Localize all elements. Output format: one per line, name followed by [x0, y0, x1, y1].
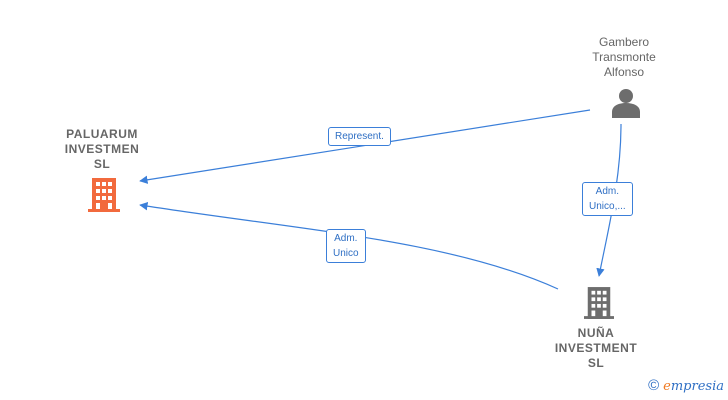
brand-logo[interactable]: © empresia	[648, 377, 724, 394]
edge-label-adm-unico-1-line2: Unico,...	[589, 201, 626, 212]
person-icon[interactable]	[612, 88, 640, 118]
edge-label-represent[interactable]: Represent.	[328, 127, 391, 146]
edge-label-adm-unico-1-line1: Adm.	[595, 186, 620, 197]
node-nuna-label[interactable]: NUÑA INVESTMENT SL	[544, 326, 648, 371]
brand-e: e	[663, 378, 671, 394]
edge-adm-unico-2	[139, 202, 559, 290]
edge-label-adm-unico-2[interactable]: Adm. Unico	[326, 229, 366, 263]
brand-rest: mpresia	[670, 378, 724, 394]
node-paluarum-line1: PALUARUM	[66, 127, 138, 141]
node-paluarum-line3: SL	[93, 157, 111, 171]
node-paluarum-label[interactable]: PALUARUM INVESTMEN SL	[50, 127, 154, 172]
building-icon[interactable]	[584, 286, 614, 320]
edge-label-adm-unico-1[interactable]: Adm. Unico,...	[582, 182, 633, 216]
node-nuna-line2: INVESTMENT	[554, 341, 638, 355]
edge-label-adm-unico-2-line1: Adm.	[334, 233, 358, 244]
brand-wordmark: empresia	[663, 378, 724, 394]
node-gambero-line1: Gambero	[598, 35, 650, 49]
node-nuna-line3: SL	[587, 356, 605, 370]
node-nuna-line1: NUÑA	[577, 326, 615, 340]
node-gambero-line2: Transmonte	[592, 50, 656, 64]
building-icon[interactable]	[88, 178, 120, 212]
node-gambero-label[interactable]: Gambero Transmonte Alfonso	[572, 35, 676, 80]
copyright-icon: ©	[648, 377, 660, 394]
node-paluarum-line2: INVESTMEN	[64, 142, 140, 156]
edge-label-adm-unico-2-line2: Unico	[333, 248, 359, 259]
edge-label-represent-line1: Represent.	[335, 131, 384, 142]
node-gambero-line3: Alfonso	[603, 65, 645, 79]
